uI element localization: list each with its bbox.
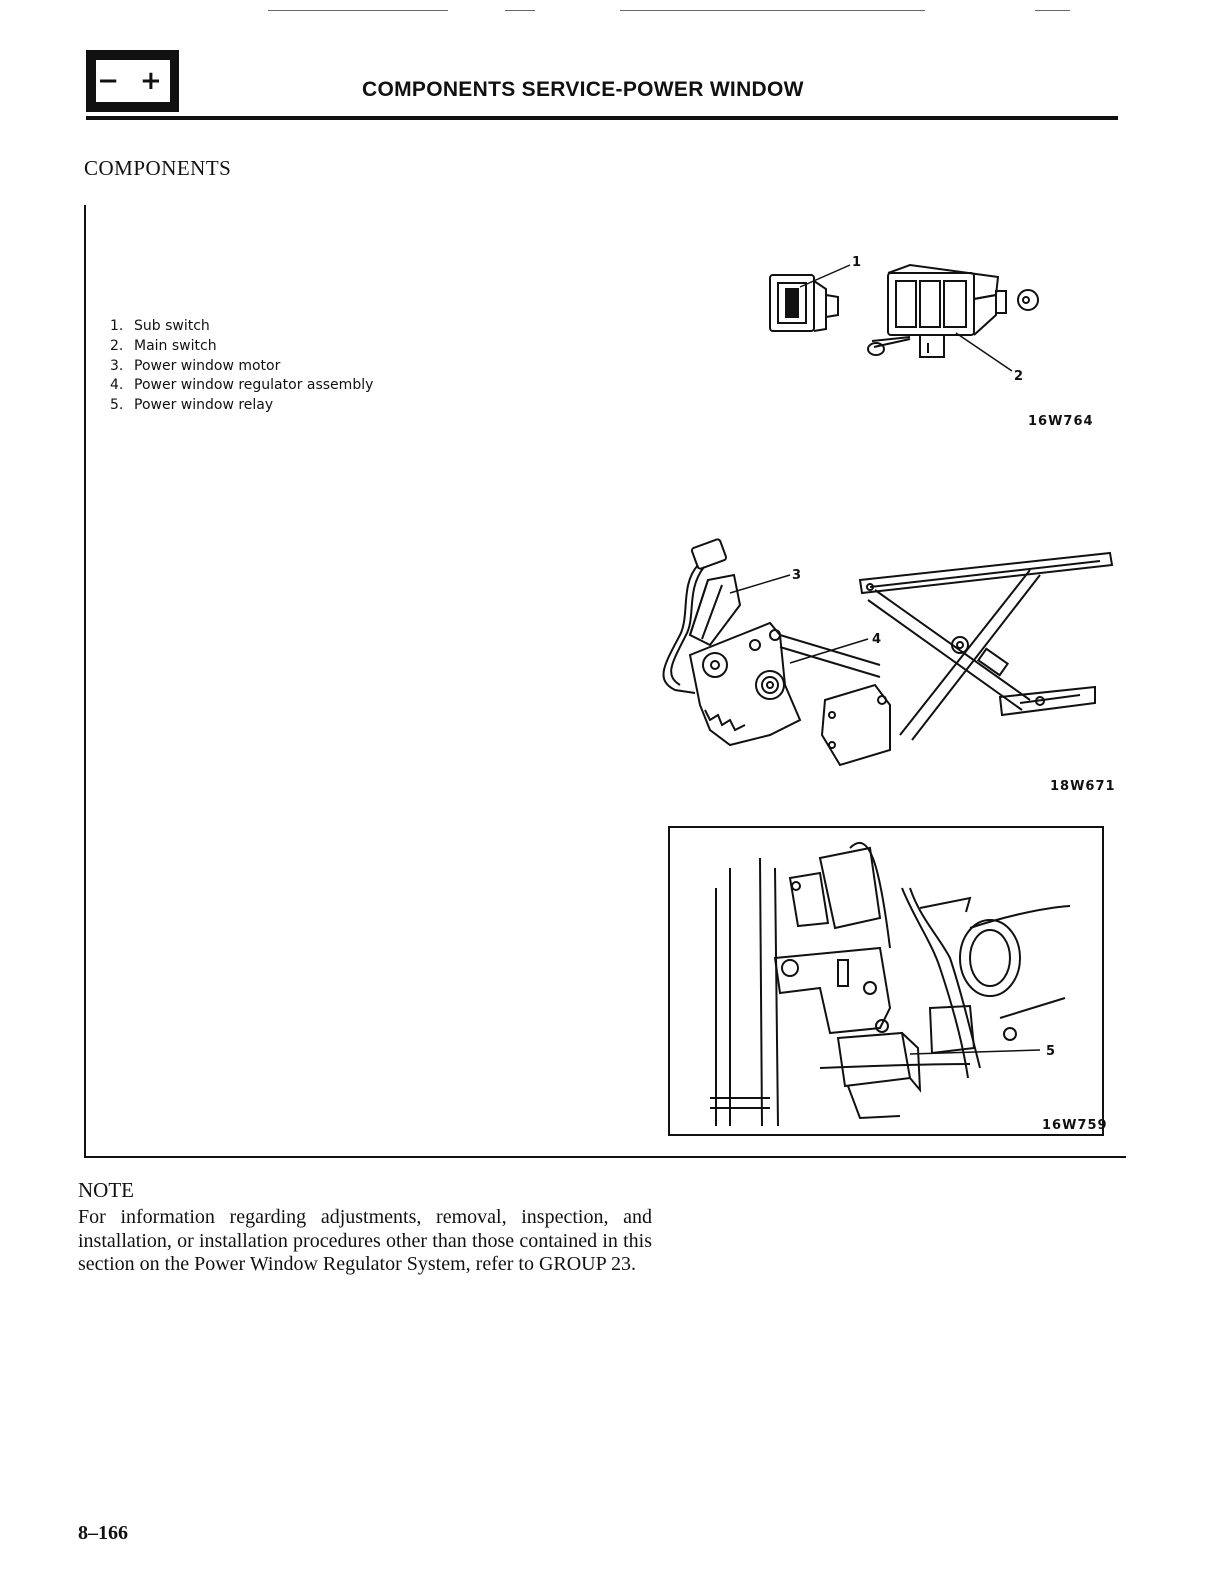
scan-mark: [505, 10, 535, 11]
gear-plate-drawing: [688, 621, 802, 747]
note-heading: NOTE: [78, 1178, 134, 1202]
bracket-drawing: [773, 946, 892, 1035]
callout-2: 2: [1014, 369, 1024, 384]
regulator-illustration: [662, 538, 1114, 767]
legend-item: 5.Power window relay: [110, 397, 274, 414]
upper-rail-drawing: [858, 551, 1114, 595]
switches-illustration: [769, 263, 1039, 372]
scan-mark: [620, 10, 925, 11]
door-panel-drawing: [710, 857, 1071, 1127]
page-title: COMPONENTS SERVICE-POWER WINDOW: [362, 78, 804, 101]
figure-code: 16W764: [1028, 414, 1094, 429]
connector-drawing: [662, 538, 728, 694]
note-body: For information regarding adjustments, r…: [78, 1206, 652, 1275]
callout-4: 4: [872, 632, 882, 647]
legend-item: 1.Sub switch: [110, 318, 210, 334]
scissor-arms-drawing: [867, 569, 1041, 741]
lower-bracket-drawing: [820, 683, 891, 767]
relay-drawing: [836, 1004, 976, 1120]
clip-drawing: [1017, 289, 1039, 311]
section-title: COMPONENTS: [84, 156, 232, 180]
frame-left-rule: [84, 205, 86, 1157]
component-legend: 1.Sub switch 2.Main switch 3.Power windo…: [110, 317, 373, 416]
battery-icon: − +: [86, 50, 179, 112]
main-switch-drawing: [887, 263, 1007, 358]
legend-item: 2.Main switch: [110, 337, 217, 354]
legend-item: 4.Power window regulator assembly: [110, 377, 374, 394]
figure-code: 16W759: [1042, 1118, 1108, 1133]
motor-drawing: [688, 573, 742, 647]
scan-mark: [268, 10, 448, 11]
upper-unit-drawing: [788, 841, 891, 949]
callout-3: 3: [792, 568, 802, 583]
callout-5: 5: [1046, 1044, 1056, 1059]
scan-mark: [1035, 10, 1070, 11]
screw-drawing: [867, 336, 911, 356]
legend-item: 3.Power window motor: [110, 357, 281, 374]
lift-arm-drawing: [779, 634, 881, 678]
wiring-harness-drawing: [901, 887, 1021, 1079]
sub-switch-drawing: [769, 274, 839, 332]
battery-icon-face: − +: [95, 60, 170, 102]
figure-code: 18W671: [1050, 779, 1116, 794]
callout-1: 1: [852, 255, 862, 270]
page-number: 8–166: [78, 1522, 128, 1544]
lower-rail-drawing: [998, 685, 1096, 717]
header-rule: [86, 116, 1118, 120]
relay-illustration: [710, 841, 1071, 1127]
frame-bottom-rule: [84, 1156, 1126, 1158]
relay-figure-frame: [668, 826, 1104, 1136]
